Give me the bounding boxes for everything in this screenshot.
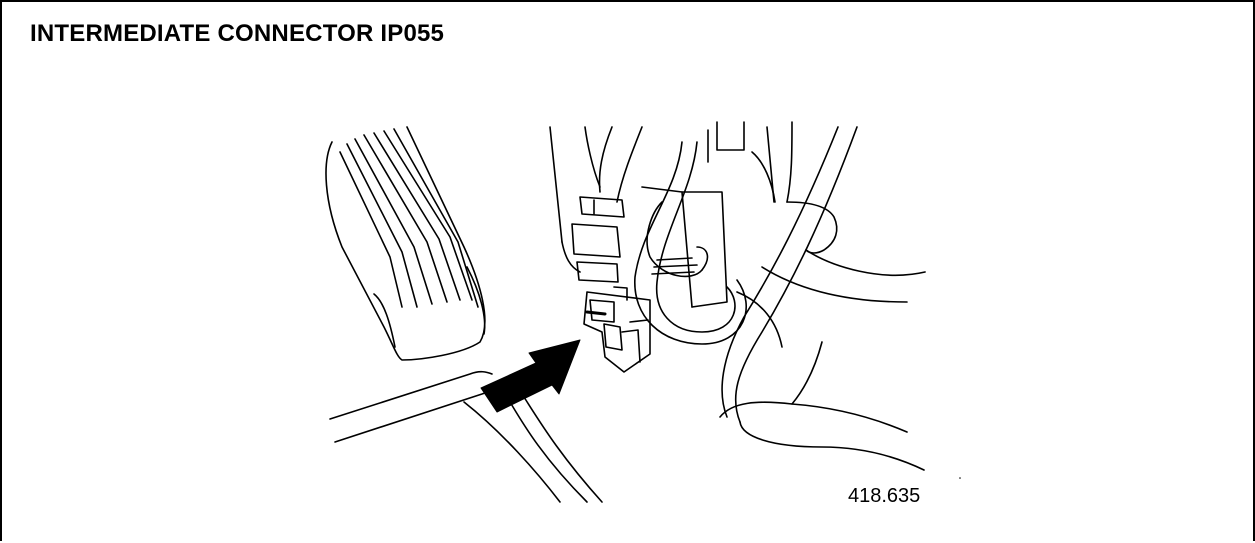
intermediate-connector <box>571 196 651 373</box>
arrow-icon <box>480 339 581 413</box>
wire-harness <box>634 126 925 471</box>
figure-number: 418.635 <box>848 485 921 507</box>
diagram-title: INTERMEDIATE CONNECTOR IP055 <box>30 20 445 47</box>
floor-trim <box>329 370 603 503</box>
accelerator-pedal <box>325 126 486 361</box>
dash-structure <box>549 121 926 308</box>
